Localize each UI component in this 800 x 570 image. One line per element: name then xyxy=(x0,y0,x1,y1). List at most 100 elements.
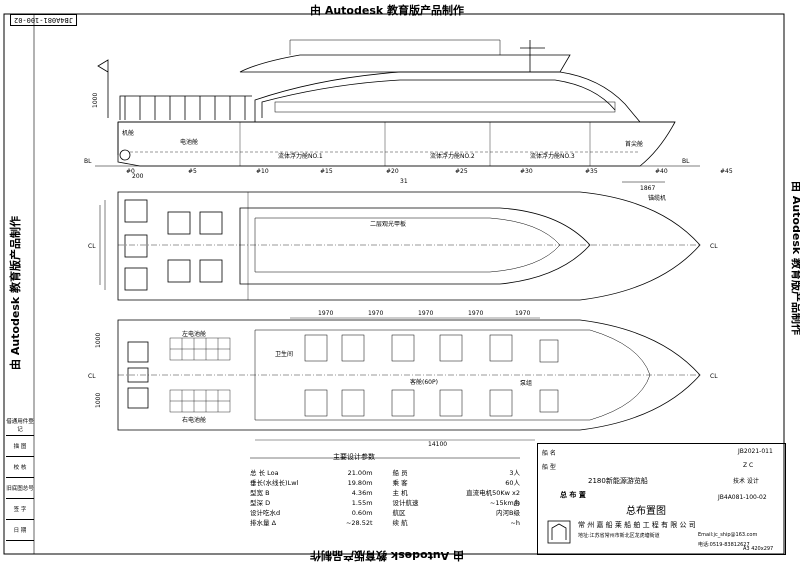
dim-1970: 1970 xyxy=(515,310,530,317)
cl-label-main: CL xyxy=(88,373,96,380)
label-battery-room: 电池舱 xyxy=(180,138,198,146)
title-block: 船 名 船 型 2180新能源游览船 JB2021-011 Z C 技术 设计 … xyxy=(537,443,786,555)
left-battery-label: 左电池舱 xyxy=(182,330,206,338)
tb-company: 常 州 嘉 船 莱 船 舶 工 程 有 限 公 司 xyxy=(578,521,696,529)
upper-deck-plan xyxy=(99,191,701,301)
param-value: 4.36m xyxy=(351,489,373,497)
inner-border xyxy=(33,13,785,555)
param-key: 设计航速 xyxy=(392,499,419,507)
frame-label: #10 xyxy=(256,168,269,175)
dim-1867: 1867 xyxy=(640,185,655,192)
watermark-top: 由 Autodesk 教育版产品制作 xyxy=(310,4,465,17)
param-row: 垂长(水线长)Lwl 19.80m 乘 客 60人 xyxy=(250,478,520,488)
side-table: 借通用件登记 描 图 校 核 旧底图总号 签 字 日 期 xyxy=(6,415,34,541)
cl-label-upper: CL xyxy=(88,243,96,250)
param-key: 续 航 xyxy=(392,519,408,527)
param-key: 排水量 Δ xyxy=(250,519,277,527)
tb-drawing-title: 总布置图 xyxy=(626,506,666,517)
param-key: 乘 客 xyxy=(392,479,408,487)
dim-1970: 1970 xyxy=(418,310,433,317)
param-row: 排水量 Δ ~28.52t 续 航 ~h xyxy=(250,518,520,528)
tb-stage: 技术 设计 xyxy=(733,478,759,485)
tb-row-type: 船 型 xyxy=(542,464,556,471)
right-battery-label: 右电池舱 xyxy=(182,416,206,424)
dim-200: 200 xyxy=(132,173,144,180)
param-value: ~28.52t xyxy=(345,519,373,527)
dim-1970: 1970 xyxy=(318,310,333,317)
label-fore-peak: 首尖舱 xyxy=(625,140,643,148)
pump-label: 泵组 xyxy=(520,379,532,387)
param-key: 主 机 xyxy=(392,489,408,497)
side-table-cell: 日 期 xyxy=(6,520,34,541)
tb-drawing-no: JB2021-011 xyxy=(738,448,773,455)
frame-labels: #0 #5 #10 #15 #20 #25 #30 #35 #40 #45 xyxy=(126,168,733,175)
dim-1000: 1000 xyxy=(92,93,99,108)
param-key: 总 长 Loa xyxy=(250,469,279,477)
tb-row-ship: 船 名 xyxy=(542,450,556,457)
param-value: ~h xyxy=(510,519,520,527)
label-bl-left: BL xyxy=(84,158,92,165)
param-key: 型宽 B xyxy=(250,489,270,497)
frame-label: #30 xyxy=(520,168,533,175)
param-value: 3人 xyxy=(509,469,520,477)
company-logo xyxy=(547,520,571,544)
cl-label-main-right: CL xyxy=(710,373,718,380)
dim-1970: 1970 xyxy=(468,310,483,317)
frame-label: #45 xyxy=(720,168,733,175)
watermark-right: 由 Autodesk 教育版产品制作 xyxy=(790,181,800,336)
seating-label: 客舱(60P) xyxy=(410,378,438,386)
tb-scale-code: Z C xyxy=(743,462,754,469)
param-value: 0.60m xyxy=(351,509,373,517)
param-value: 19.80m xyxy=(347,479,373,487)
label-buoyancy-1: 流体浮力舱NO.1 xyxy=(278,152,323,160)
side-table-cell: 校 核 xyxy=(6,457,34,478)
watermark-left: 由 Autodesk 教育版产品制作 xyxy=(9,215,23,371)
frame-label: #0 xyxy=(126,168,135,175)
param-key: 船 员 xyxy=(392,469,408,477)
tb-stamp: 总 布 置 xyxy=(560,491,586,499)
frame-label: #15 xyxy=(320,168,333,175)
param-row: 设计吃水d 0.60m 航区 内河B级 xyxy=(250,508,520,518)
toilet-label: 卫生间 xyxy=(275,350,293,358)
params-title: 主要设计参数 xyxy=(333,453,375,461)
label-buoyancy-2: 流体浮力舱NO.2 xyxy=(430,152,475,160)
frame-label: #40 xyxy=(655,168,668,175)
dim-row: 1970 1970 1970 1970 1970 xyxy=(318,310,530,317)
param-value: 直流电机50Kw x2台 xyxy=(466,489,520,507)
label-engine-room: 机舱 xyxy=(122,129,134,137)
param-key: 型深 D xyxy=(250,499,271,507)
label-bl-right: BL xyxy=(682,158,690,165)
param-value: 60人 xyxy=(505,479,520,487)
dim-1970: 1970 xyxy=(368,310,383,317)
side-table-cell: 借通用件登记 xyxy=(6,415,34,436)
param-value: 内河B级 xyxy=(496,509,520,517)
tb-email: Email:jc_ship@163.com xyxy=(698,532,758,538)
param-key: 垂长(水线长)Lwl xyxy=(250,479,299,487)
param-key: 设计吃水d xyxy=(250,509,281,517)
tb-ship-name: 2180新能源游览船 xyxy=(588,477,648,485)
dim-1000-main-bottom: 1000 xyxy=(95,393,102,408)
profile-view xyxy=(95,39,700,183)
side-table-cell: 签 字 xyxy=(6,499,34,520)
dim-total: 14100 xyxy=(428,441,447,448)
side-table-cell: 描 图 xyxy=(6,436,34,457)
drawing-number-stamp: JB4A081-100-02 xyxy=(10,14,78,26)
frame-label: #5 xyxy=(188,168,197,175)
upper-deck-title: 二层观光甲板 xyxy=(370,220,406,228)
dim-31: 31 xyxy=(400,178,408,185)
tb-sheet-code: JB4A081-100-02 xyxy=(718,494,767,501)
param-key: 航区 xyxy=(392,509,406,517)
tb-sheet-size: A3 420x297 xyxy=(743,546,774,552)
bow-label: 锚缆机 xyxy=(648,194,666,202)
main-deck-plan xyxy=(117,317,701,441)
label-buoyancy-3: 流体浮力舱NO.3 xyxy=(530,152,575,160)
dim-1000-main-top: 1000 xyxy=(95,333,102,348)
frame-label: #25 xyxy=(455,168,468,175)
frame-label: #20 xyxy=(386,168,399,175)
side-table-cell: 旧底图总号 xyxy=(6,478,34,499)
